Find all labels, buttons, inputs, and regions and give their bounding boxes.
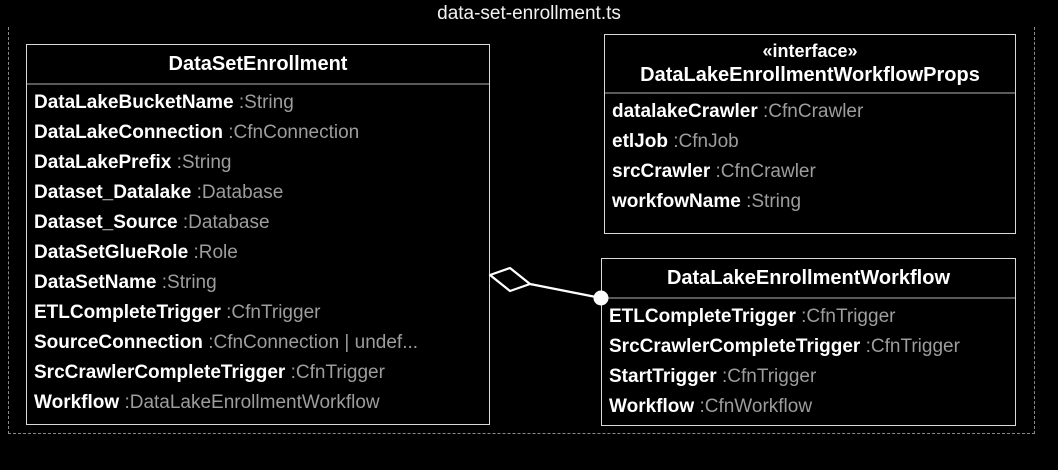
- stereotype-label: «interface»: [762, 41, 858, 61]
- attribute-name: DataLakePrefix: [34, 152, 172, 173]
- attribute-list-dataset-enrollment: DataLakeBucketName :String DataLakeConne…: [27, 85, 489, 422]
- attribute-type: :CfnTrigger: [226, 302, 321, 323]
- interface-header-datalake-enrollment-workflow-props: «interface» DataLakeEnrollmentWorkflowPr…: [605, 35, 1015, 94]
- attribute-row[interactable]: Dataset_Datalake :Database: [27, 178, 489, 208]
- attribute-name: srcCrawler: [612, 161, 711, 182]
- file-title-label: data-set-enrollment.ts: [427, 2, 631, 26]
- attribute-row[interactable]: ETLCompleteTrigger :CfnTrigger: [602, 302, 1015, 332]
- attribute-type: :DataLakeEnrollmentWorkflow: [124, 392, 380, 413]
- attribute-type: :String: [176, 152, 232, 173]
- interface-name-label: DataLakeEnrollmentWorkflowProps: [640, 64, 980, 86]
- attribute-list-workflow-props: datalakeCrawler :CfnCrawler etlJob :CfnJ…: [605, 94, 1015, 221]
- attribute-name: datalakeCrawler: [612, 101, 758, 122]
- attribute-type: :CfnJob: [673, 131, 739, 152]
- attribute-type: :Database: [182, 212, 270, 233]
- attribute-row[interactable]: DataLakePrefix :String: [27, 148, 489, 178]
- file-title: data-set-enrollment.ts: [0, 2, 1058, 26]
- attribute-row[interactable]: workfowName :String: [605, 187, 1015, 217]
- attribute-name: DataSetGlueRole: [34, 242, 189, 263]
- attribute-name: SourceConnection: [34, 332, 203, 353]
- class-name-label: DataLakeEnrollmentWorkflow: [666, 267, 951, 289]
- attribute-name: ETLCompleteTrigger: [34, 302, 221, 323]
- attribute-name: Dataset_Datalake: [34, 182, 192, 203]
- attribute-type: :CfnConnection: [228, 122, 360, 143]
- attribute-name: ETLCompleteTrigger: [609, 306, 796, 327]
- attribute-list-workflow: ETLCompleteTrigger :CfnTrigger SrcCrawle…: [602, 299, 1015, 426]
- attribute-type: :String: [161, 272, 217, 293]
- attribute-row[interactable]: SrcCrawlerCompleteTrigger :CfnTrigger: [602, 332, 1015, 362]
- attribute-name: SrcCrawlerCompleteTrigger: [609, 336, 861, 357]
- attribute-name: workfowName: [612, 191, 741, 212]
- attribute-row[interactable]: Workflow :DataLakeEnrollmentWorkflow: [27, 388, 489, 418]
- attribute-row[interactable]: DataLakeBucketName :String: [27, 88, 489, 118]
- attribute-row[interactable]: srcCrawler :CfnCrawler: [605, 157, 1015, 187]
- attribute-row[interactable]: DataSetName :String: [27, 268, 489, 298]
- attribute-type: :CfnTrigger: [865, 336, 960, 357]
- attribute-type: :CfnCrawler: [715, 161, 816, 182]
- attribute-name: DataLakeBucketName: [34, 92, 234, 113]
- interface-box-datalake-enrollment-workflow-props[interactable]: «interface» DataLakeEnrollmentWorkflowPr…: [604, 34, 1016, 234]
- attribute-type: :CfnTrigger: [801, 306, 896, 327]
- attribute-row[interactable]: DataSetGlueRole :Role: [27, 238, 489, 268]
- attribute-name: Dataset_Source: [34, 212, 178, 233]
- attribute-type: :String: [746, 191, 802, 212]
- attribute-name: Workflow: [34, 392, 120, 413]
- attribute-row[interactable]: StartTrigger :CfnTrigger: [602, 362, 1015, 392]
- attribute-row[interactable]: ETLCompleteTrigger :CfnTrigger: [27, 298, 489, 328]
- attribute-type: :String: [238, 92, 294, 113]
- attribute-row[interactable]: Dataset_Source :Database: [27, 208, 489, 238]
- attribute-type: :CfnCrawler: [763, 101, 864, 122]
- attribute-type: :CfnWorkflow: [699, 396, 813, 417]
- attribute-row[interactable]: etlJob :CfnJob: [605, 127, 1015, 157]
- attribute-row[interactable]: DataLakeConnection :CfnConnection: [27, 118, 489, 148]
- class-header-datalake-enrollment-workflow: DataLakeEnrollmentWorkflow: [602, 259, 1015, 299]
- class-box-dataset-enrollment[interactable]: DataSetEnrollment DataLakeBucketName :St…: [26, 44, 490, 425]
- attribute-type: :CfnTrigger: [290, 362, 385, 383]
- class-box-datalake-enrollment-workflow[interactable]: DataLakeEnrollmentWorkflow ETLCompleteTr…: [601, 258, 1016, 426]
- attribute-row[interactable]: Workflow :CfnWorkflow: [602, 392, 1015, 422]
- attribute-type: :Database: [196, 182, 284, 203]
- attribute-name: StartTrigger: [609, 366, 717, 387]
- attribute-name: etlJob: [612, 131, 668, 152]
- attribute-row[interactable]: SrcCrawlerCompleteTrigger :CfnTrigger: [27, 358, 489, 388]
- attribute-type: :CfnTrigger: [721, 366, 817, 387]
- attribute-name: DataLakeConnection: [34, 122, 223, 143]
- attribute-name: DataSetName: [34, 272, 157, 293]
- attribute-row[interactable]: SourceConnection :CfnConnection | undef.…: [27, 328, 489, 358]
- class-name-label: DataSetEnrollment: [168, 53, 348, 75]
- attribute-type: :CfnConnection | undef...: [208, 332, 419, 353]
- attribute-type: :Role: [193, 242, 238, 263]
- attribute-row[interactable]: datalakeCrawler :CfnCrawler: [605, 97, 1015, 127]
- attribute-name: Workflow: [609, 396, 695, 417]
- class-header-dataset-enrollment: DataSetEnrollment: [27, 45, 489, 85]
- attribute-name: SrcCrawlerCompleteTrigger: [34, 362, 286, 383]
